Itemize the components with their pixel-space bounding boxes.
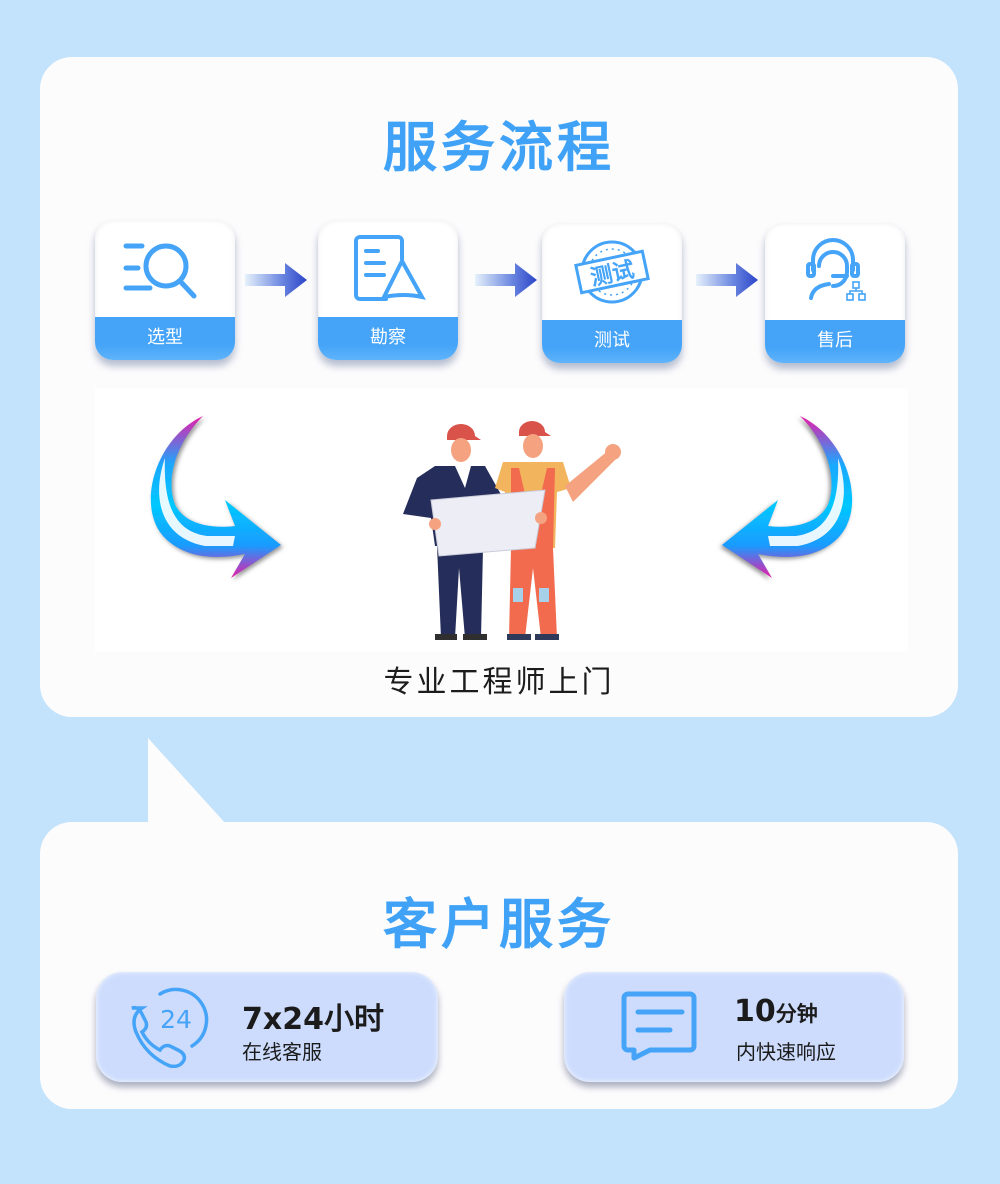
chat-message-icon <box>621 991 697 1061</box>
step-label: 勘察 <box>318 317 458 360</box>
service-process-card: 服务流程 选型 <box>40 57 958 717</box>
phone-24h-icon: 24 <box>131 987 209 1068</box>
customer-service-card: 客户服务 24 7x24小时 在线客服 10分钟 内快速响应 <box>40 822 958 1109</box>
service-item-response[interactable]: 10分钟 内快速响应 <box>564 972 904 1082</box>
step-after-sales[interactable]: 售后 <box>765 223 905 363</box>
step-testing[interactable]: 测试 测试 <box>542 223 682 363</box>
engineer-illustration-panel <box>95 388 908 652</box>
curved-arrow-left-icon <box>150 416 281 578</box>
service-subtitle: 在线客服 <box>242 1040 322 1064</box>
step-selection[interactable]: 选型 <box>95 220 235 360</box>
service-headline: 10分钟 <box>734 994 818 1029</box>
step-label: 测试 <box>542 320 682 363</box>
step-label: 售后 <box>765 320 905 363</box>
arrow-right-icon <box>696 263 758 297</box>
test-stamp-icon: 测试 <box>542 223 682 320</box>
service-subtitle: 内快速响应 <box>736 1040 836 1064</box>
speech-bubble-tail <box>148 738 226 824</box>
service-item-24h[interactable]: 24 7x24小时 在线客服 <box>96 972 438 1082</box>
arrow-right-icon <box>245 263 307 297</box>
illustration-caption: 专业工程师上门 <box>383 665 615 700</box>
service-title: 客户服务 <box>383 893 615 956</box>
search-list-icon <box>95 220 235 317</box>
customer-service-headset-icon <box>765 223 905 320</box>
svg-text:24: 24 <box>160 1005 192 1034</box>
headline-number: 10 <box>734 994 776 1029</box>
process-title: 服务流程 <box>383 116 615 179</box>
curved-arrow-right-icon <box>722 416 853 578</box>
engineers-illustration <box>403 421 621 640</box>
step-survey[interactable]: 勘察 <box>318 220 458 360</box>
arrow-right-icon <box>475 263 537 297</box>
headline-unit: 分钟 <box>775 1002 818 1026</box>
service-headline: 7x24小时 <box>242 1002 384 1037</box>
document-survey-icon <box>318 220 458 317</box>
step-label: 选型 <box>95 317 235 360</box>
